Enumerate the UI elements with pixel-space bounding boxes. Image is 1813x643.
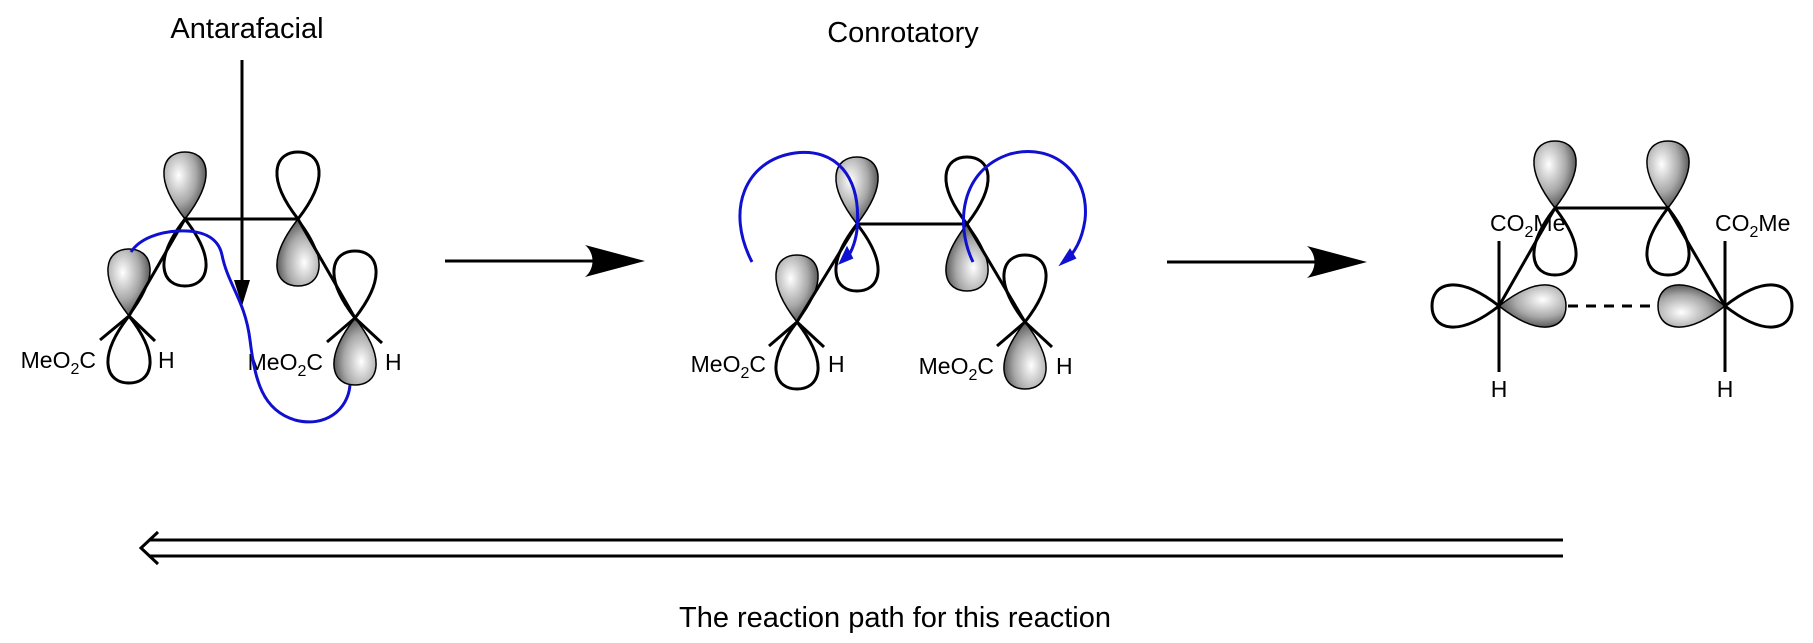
rotation-arrow-right <box>962 150 1087 264</box>
orbital-lobe-filled <box>163 151 207 220</box>
bond <box>996 320 1026 348</box>
antarafacial-arrow-head <box>234 280 250 306</box>
hydrogen-label: H <box>828 351 845 377</box>
orbital-lobe-filled <box>1533 140 1577 209</box>
orbital-lobe-filled <box>333 317 377 386</box>
orbital-lobe-filled <box>107 248 151 317</box>
orbital-lobe-filled <box>945 223 989 292</box>
rotation-arrow-left <box>738 150 860 263</box>
arrow-head <box>585 245 645 277</box>
rotation-arrowhead-left <box>838 245 854 265</box>
molecule-product: CO2Me H CO2Me H <box>1430 140 1794 402</box>
ester-label: MeO2C <box>691 351 766 382</box>
orbital-lobe-open <box>106 314 152 385</box>
ester-label: CO2Me <box>1490 210 1565 241</box>
hydrogen-label: H <box>1491 376 1508 402</box>
bond <box>127 314 157 343</box>
orbital-lobe-filled <box>775 254 819 323</box>
ester-label: CO2Me <box>1715 210 1790 241</box>
bond <box>795 320 826 349</box>
ester-label: MeO2C <box>21 347 96 378</box>
forward-arrow-2 <box>1167 246 1367 278</box>
bond <box>1023 320 1054 349</box>
orbital-lobe-open <box>275 150 321 221</box>
antarafacial-label: Antarafacial <box>170 13 323 45</box>
orbital-lobe-open <box>1723 283 1794 329</box>
retro-arrow <box>138 530 1563 566</box>
bond <box>296 218 357 319</box>
hydrogen-label: H <box>385 349 402 375</box>
ester-label: MeO2C <box>248 349 323 380</box>
molecule-reactant: MeO2C H MeO2C H <box>21 60 402 424</box>
orbital-lobe-open <box>1002 253 1048 324</box>
orbital-lobe-filled <box>276 218 320 287</box>
orbital-lobe-filled <box>1003 321 1047 390</box>
orbital-lobe-open <box>1645 206 1691 277</box>
bond <box>1666 207 1727 307</box>
molecule-intermediate: MeO2C H MeO2C H <box>691 150 1087 391</box>
orbital-lobe-open <box>774 320 820 391</box>
bond <box>99 314 130 342</box>
forward-arrow-1 <box>445 245 645 277</box>
bond <box>127 218 187 317</box>
hydrogen-label: H <box>1056 353 1073 379</box>
bond <box>326 316 356 344</box>
orbital-lobe-open <box>162 217 208 288</box>
bond <box>768 320 798 348</box>
orbital-lobe-open <box>944 155 990 226</box>
bond <box>353 316 384 345</box>
orbital-overlap-curve <box>129 229 352 424</box>
rotation-arrowhead-right <box>1058 248 1077 267</box>
hydrogen-label: H <box>158 347 175 373</box>
ester-label: MeO2C <box>919 353 994 384</box>
orbital-lobe-filled <box>1646 140 1690 209</box>
bond <box>795 223 859 323</box>
hydrogen-label: H <box>1717 376 1734 402</box>
arrow-head <box>1307 246 1367 278</box>
orbital-lobe-open <box>1430 283 1501 329</box>
retro-arrow-head <box>138 530 160 566</box>
bond <box>1497 207 1557 307</box>
caption: The reaction path for this reaction <box>679 602 1111 634</box>
orbital-lobe-open <box>332 249 378 320</box>
bond <box>965 223 1027 323</box>
conrotatory-label: Conrotatory <box>827 17 979 49</box>
